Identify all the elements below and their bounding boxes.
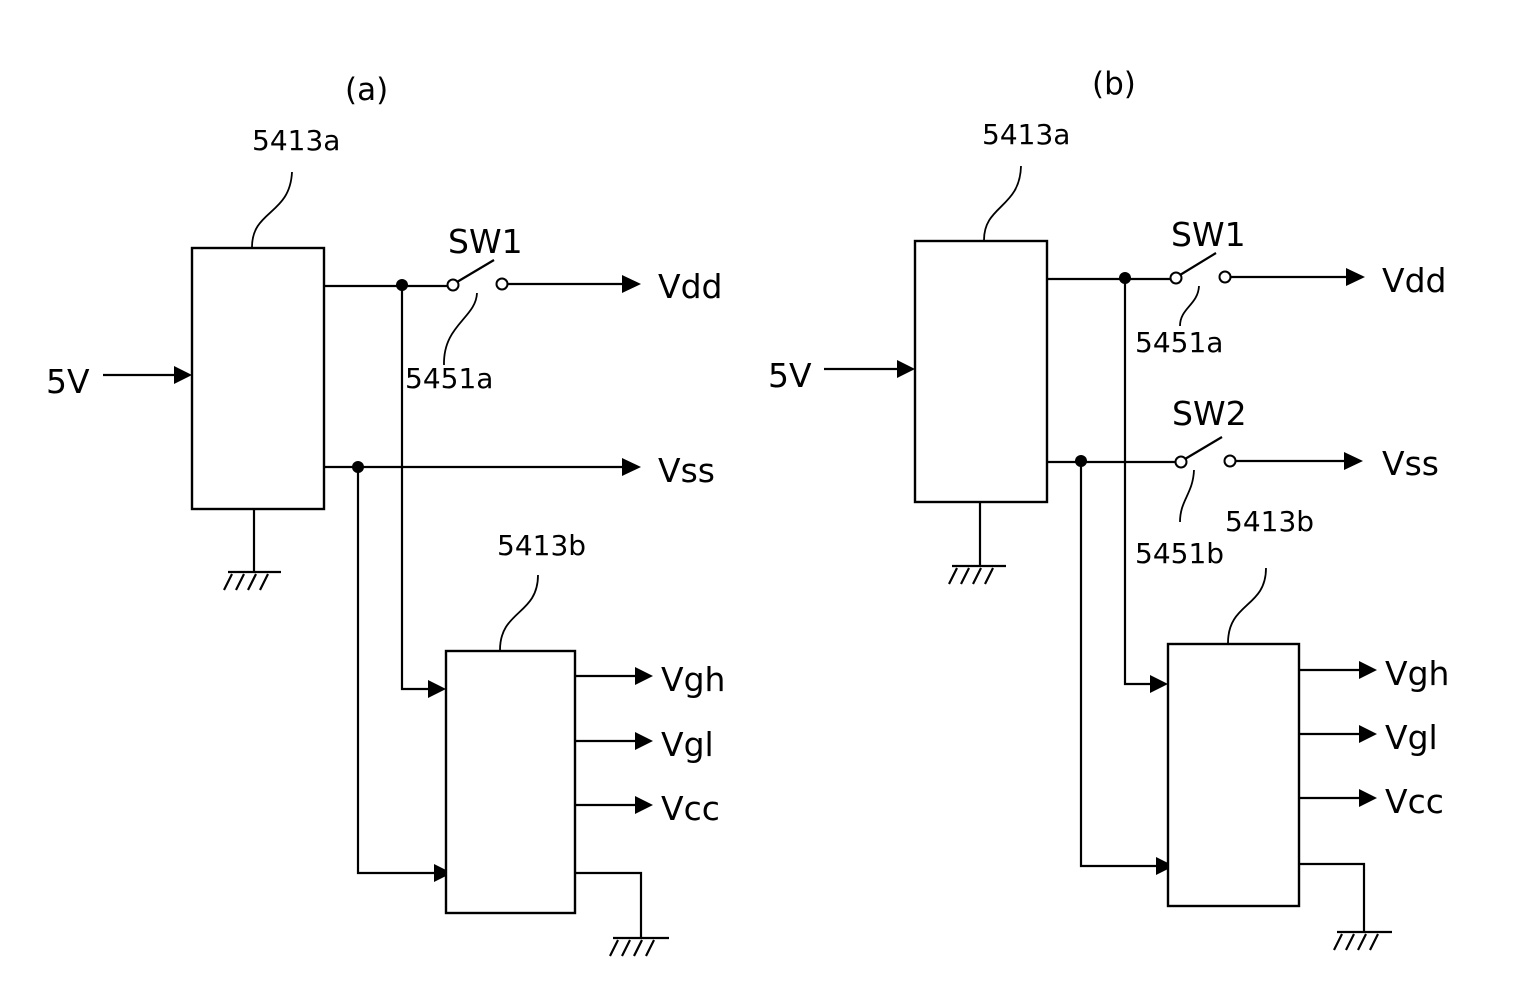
panel-a-sw1-contact-right — [497, 279, 508, 290]
panel-b-sw1-ref: 5451a — [1135, 326, 1223, 359]
panel-b-sw1-leader — [1180, 286, 1199, 326]
panel-b-input-arrow — [897, 360, 915, 378]
panel-b-converter-leader — [984, 166, 1021, 240]
panel-a-sw1-blade — [457, 260, 494, 282]
panel-b-vdd-arrow — [1346, 268, 1365, 286]
panel-a-vcc-label: Vcc — [661, 789, 720, 828]
panel-b-sub-converter-leader — [1228, 568, 1266, 643]
panel-a-vss-feed-wire — [358, 467, 434, 873]
panel-a-converter-ref: 5413a — [252, 124, 340, 157]
panel-b-vgl-label: Vgl — [1385, 718, 1438, 757]
panel-b-sw2-blade — [1185, 437, 1222, 459]
panel-b-vss-arrow — [1344, 452, 1363, 470]
panel-b-converter-block — [915, 241, 1047, 502]
panel-b-vss-label: Vss — [1382, 444, 1439, 483]
panel-b-vdd-feed-arrow — [1150, 675, 1168, 693]
panel-a-vss-label: Vss — [658, 451, 715, 490]
panel-a-converter-block — [192, 248, 324, 509]
panel-b-sw1-label: SW1 — [1171, 215, 1246, 254]
panel-a-sub-converter-ref: 5413b — [497, 529, 586, 562]
panel-b-converter-ref: 5413a — [982, 118, 1070, 151]
panel-a-sub-converter-leader — [500, 575, 538, 650]
panel-a-sub-ground-wire — [575, 873, 641, 938]
panel-b-vcc-label: Vcc — [1385, 782, 1444, 821]
panel-b-converter-ground-icon — [949, 566, 1006, 584]
panel-a-converter-ground-icon — [224, 572, 281, 590]
panel-a-sw1-leader — [444, 293, 477, 365]
panel-b-vgh-label: Vgh — [1385, 654, 1449, 693]
panel-a-vdd-feed-arrow — [428, 680, 446, 698]
panel-a-vdd-label: Vdd — [658, 267, 722, 306]
panel-a-sw1-ref: 5451a — [405, 362, 493, 395]
panel-b-sub-converter-ref: 5413b — [1225, 505, 1314, 538]
panel-a-title: (a) — [345, 72, 388, 108]
panel-b-sub-ground-icon — [1334, 932, 1392, 950]
panel-b-vgh-arrow — [1359, 661, 1377, 679]
panel-b-vcc-arrow — [1359, 789, 1377, 807]
panel-a-vdd-feed-wire — [402, 285, 428, 689]
panel-b-sw2-contact-right — [1225, 456, 1236, 467]
panel-b-vdd-label: Vdd — [1382, 261, 1446, 300]
panel-a-input-arrow — [174, 366, 192, 384]
panel-a-sub-converter-block — [446, 651, 575, 913]
panel-a-vcc-arrow — [635, 796, 653, 814]
panel-a: (a) 5413a 5V SW1 Vdd 5451a — [46, 72, 725, 956]
panel-a-sw1-label: SW1 — [448, 222, 523, 261]
panel-a-sub-ground-icon — [610, 938, 669, 956]
panel-a-converter-leader — [252, 172, 292, 247]
panel-b-input-label: 5V — [768, 356, 812, 395]
panel-b: (b) 5413a 5V SW1 Vdd 5451a — [768, 66, 1449, 950]
panel-a-vgl-label: Vgl — [661, 725, 714, 764]
panel-a-vss-arrow — [622, 458, 641, 476]
panel-b-vgl-arrow — [1359, 725, 1377, 743]
panel-a-vgh-arrow — [635, 667, 653, 685]
panel-b-sw1-blade — [1180, 253, 1216, 275]
panel-b-sw2-ref: 5451b — [1135, 537, 1224, 570]
panel-a-vgh-label: Vgh — [661, 660, 725, 699]
panel-b-sub-ground-wire — [1299, 864, 1364, 932]
panel-a-input-label: 5V — [46, 362, 90, 401]
panel-b-sw2-leader — [1180, 470, 1194, 522]
panel-b-sw1-contact-right — [1220, 272, 1231, 283]
panel-b-vss-feed-wire — [1081, 461, 1156, 866]
panel-b-title: (b) — [1092, 66, 1136, 102]
panel-a-vgl-arrow — [635, 732, 653, 750]
panel-a-vdd-arrow — [622, 275, 641, 293]
panel-b-sw2-label: SW2 — [1172, 394, 1247, 433]
panel-b-sub-converter-block — [1168, 644, 1299, 906]
